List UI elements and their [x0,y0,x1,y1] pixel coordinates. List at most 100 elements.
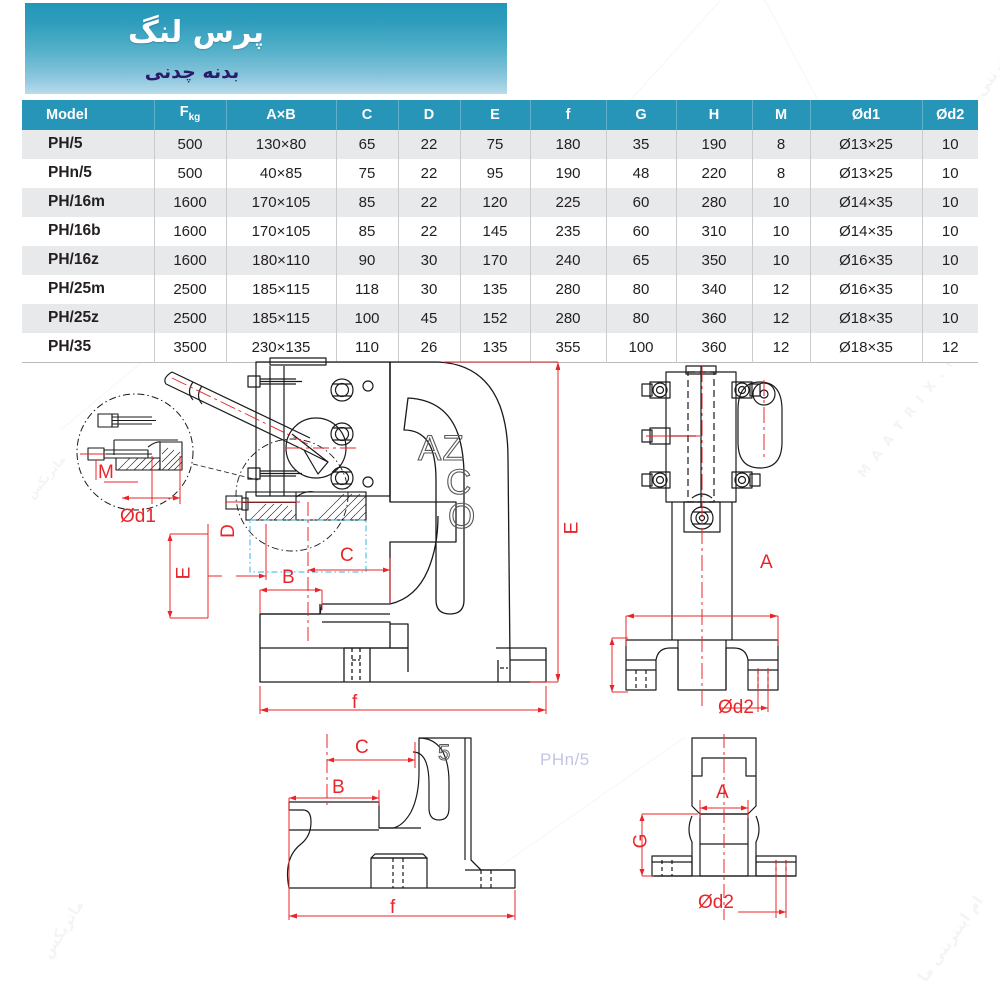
front-view-drawing [609,365,783,712]
mark-5: 5 [438,740,450,765]
cell-c: 75 [336,158,399,188]
cell-f: 500 [154,129,227,159]
cell-model: PH/25z [22,303,155,333]
column-header-f: f [530,100,607,130]
cell-d: 30 [398,274,461,304]
cell-d1: Ø14×35 [810,216,923,246]
cell-ab: 130×80 [226,129,337,159]
cell-d: 45 [398,303,461,333]
cell-m: 8 [752,158,811,188]
cell-f: 190 [530,158,607,188]
dim-label-A-bottom: A [716,782,729,803]
column-header-ab: A×B [226,100,337,130]
dim-label-C-bottom: C [355,737,369,758]
cell-m: 8 [752,129,811,159]
cell-f: 2500 [154,303,227,333]
technical-drawings: M Ød1 [0,352,1000,952]
dim-label-G-bottom: G [630,833,652,849]
dim-label-A-front: A [760,552,773,573]
cell-g: 80 [606,274,677,304]
cell-e: 120 [460,187,531,217]
table-header-row: Model Fkg A×B C D E f G H M Ød1 Ød2 [22,100,978,130]
cell-f: 280 [530,303,607,333]
cell-m: 10 [752,245,811,275]
cell-h: 310 [676,216,753,246]
cell-d1: Ø16×35 [810,274,923,304]
cell-h: 360 [676,303,753,333]
bottom-front-view-drawing [639,734,797,920]
cell-d2: 10 [941,164,959,182]
cell-e: 145 [460,216,531,246]
cell-d1: Ø18×35 [810,303,923,333]
cell-d: 22 [398,216,461,246]
cell-d2: 10 [941,251,959,269]
cell-f: 225 [530,187,607,217]
cell-c: 85 [336,187,399,217]
cell-ab: 185×115 [226,274,337,304]
cell-g: 80 [606,303,677,333]
dim-label-E-left: E [173,566,195,580]
brand-text-o: O [448,497,475,536]
cell-d: 22 [398,129,461,159]
cell-model: PH/5 [22,129,155,159]
cell-model: PH/16z [22,245,155,275]
cell-c: 90 [336,245,399,275]
force-unit: kg [188,111,201,123]
cell-f: 355 [530,332,607,363]
cell-f: 280 [530,274,607,304]
column-header-model: Model [22,100,155,130]
column-header-g: G [606,100,677,130]
cell-d2: 10 [941,309,959,327]
cell-c: 100 [336,303,399,333]
cell-m: 12 [752,303,811,333]
cell-h: 340 [676,274,753,304]
cell-d2: 10 [941,280,959,298]
cell-e: 170 [460,245,531,275]
bottom-side-view-drawing: 5 [286,734,516,920]
cell-d: 30 [398,245,461,275]
dim-label-D: D [217,524,239,538]
cell-d1: Ø13×25 [810,129,923,159]
cell-ab: 40×85 [226,158,337,188]
cell-g: 60 [606,187,677,217]
cell-f: 1600 [154,187,227,217]
dim-label-B: B [282,567,295,588]
cell-g: 100 [606,332,677,363]
force-symbol: F [179,104,189,120]
cell-c: 85 [336,216,399,246]
detail-dim-M: M [98,462,114,483]
detail-dim-d1: Ød1 [120,506,156,527]
cell-model: PH/16m [22,187,155,217]
cell-m: 10 [752,216,811,246]
dim-label-d2-front: Ød2 [718,697,754,718]
cell-e: 135 [460,274,531,304]
cell-f: 500 [154,158,227,188]
dim-label-f-bottom: f [390,897,396,918]
banner-subtitle: بدنه چدنی [144,61,240,83]
cell-h: 220 [676,158,753,188]
cell-d2: 10 [941,193,959,211]
column-header-d: D [398,100,461,130]
column-header-e: E [460,100,531,130]
side-view-drawing: M Ød1 [76,357,560,714]
cell-h: 280 [676,187,753,217]
column-header-force: Fkg [154,100,227,130]
cell-m: 12 [752,274,811,304]
cell-d: 22 [398,187,461,217]
cell-f: 240 [530,245,607,275]
watermark-text: فروشگاه اینترنتی ما [960,0,1000,116]
dim-label-E-right: E [561,521,583,535]
brand-text-az: AZ [418,429,465,468]
cell-c: 110 [336,332,399,363]
cell-e: 135 [460,332,531,363]
cell-d1: Ø16×35 [810,245,923,275]
cell-d: 26 [398,332,461,363]
page-header-banner: پرس لنگ بدنه چدنی [25,3,507,94]
cell-model: PHn/5 [22,158,155,188]
cell-f: 1600 [154,216,227,246]
